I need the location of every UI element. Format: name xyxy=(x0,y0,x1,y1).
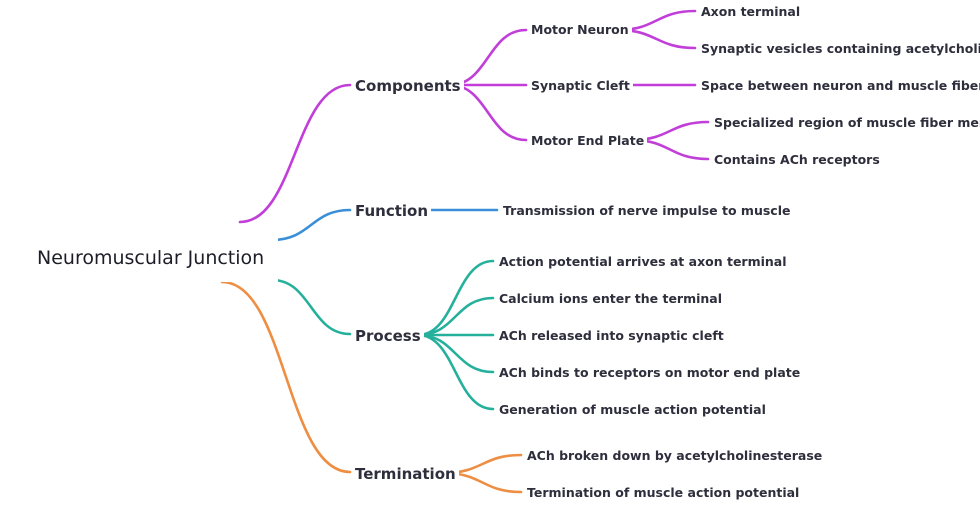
leaf-axon-terminal[interactable]: Axon terminal xyxy=(698,4,804,21)
leaf-muscle-action-potential[interactable]: Generation of muscle action potential xyxy=(496,402,769,419)
leaf-specialized-region[interactable]: Specialized region of muscle fiber membr… xyxy=(711,115,980,132)
connector-root-process xyxy=(270,278,352,336)
branch-process[interactable]: Process xyxy=(352,327,424,346)
leaf-termination-potential[interactable]: Termination of muscle action potential xyxy=(524,485,803,502)
root-node[interactable]: Neuromuscular Junction xyxy=(23,237,279,282)
branch-components[interactable]: Components xyxy=(352,77,464,96)
leaf-transmission[interactable]: Transmission of nerve impulse to muscle xyxy=(500,203,794,220)
node-synaptic-cleft[interactable]: Synaptic Cleft xyxy=(528,78,633,95)
connector-process-leaf-5 xyxy=(416,333,495,411)
branch-termination[interactable]: Termination xyxy=(352,465,459,484)
leaf-ach-released[interactable]: ACh released into synaptic cleft xyxy=(496,328,727,345)
leaf-calcium-ions[interactable]: Calcium ions enter the terminal xyxy=(496,291,726,308)
connector-process-leaf-2 xyxy=(416,296,495,337)
leaf-action-potential-arrives[interactable]: Action potential arrives at axon termina… xyxy=(496,254,790,271)
node-motor-end-plate[interactable]: Motor End Plate xyxy=(528,133,648,150)
leaf-ach-receptors[interactable]: Contains ACh receptors xyxy=(711,152,883,169)
connector-root-components xyxy=(238,83,352,224)
leaf-synaptic-vesicles[interactable]: Synaptic vesicles containing acetylcholi… xyxy=(698,41,980,58)
leaf-space-between[interactable]: Space between neuron and muscle fiber xyxy=(698,78,980,95)
connector-process-leaf-4 xyxy=(416,333,495,374)
connector-root-termination xyxy=(220,280,352,474)
leaf-ach-binds[interactable]: ACh binds to receptors on motor end plat… xyxy=(496,365,804,382)
connector-root-function xyxy=(270,208,352,242)
leaf-ach-broken-down[interactable]: ACh broken down by acetylcholinesterase xyxy=(524,448,826,465)
node-motor-neuron[interactable]: Motor Neuron xyxy=(528,22,632,39)
branch-function[interactable]: Function xyxy=(352,202,432,221)
connector-process-leaf-1 xyxy=(416,259,495,337)
